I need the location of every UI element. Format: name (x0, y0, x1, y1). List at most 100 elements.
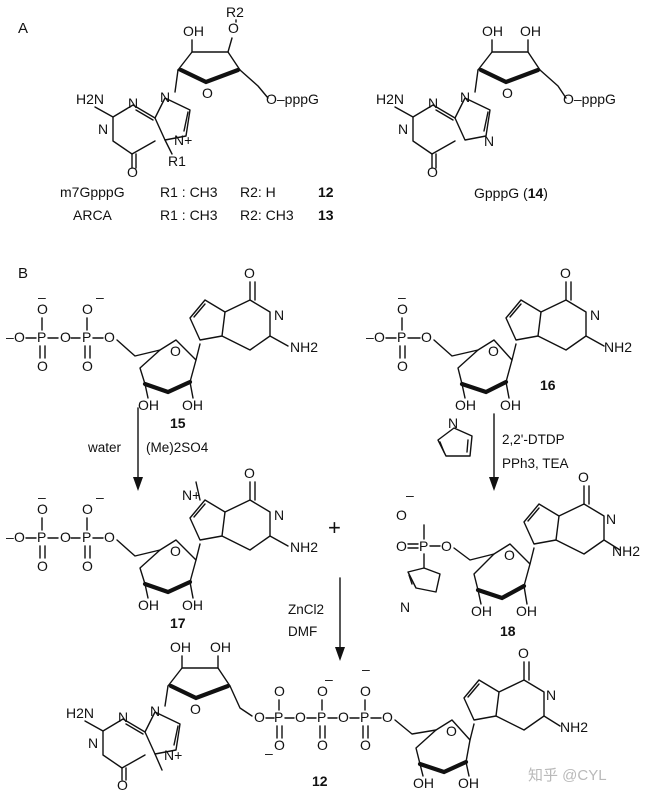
compound-table: m7GpppG R1 : CH3 R2: H 12 ARCA R1 : CH3 … (60, 184, 334, 223)
atom-label: – (406, 487, 414, 503)
atom-label: – (38, 289, 46, 305)
label-16: 16 (540, 377, 556, 393)
atom-label: NH2 (290, 539, 318, 555)
atom-label: P (274, 709, 283, 725)
n9-label: N (460, 89, 470, 105)
atom-label: O (317, 737, 328, 753)
atom-label: O (382, 709, 393, 725)
atom-label: O (360, 737, 371, 753)
cond-zncl2: ZnCl2 (288, 602, 324, 617)
gpppg-num: 14 (528, 185, 544, 201)
atom-label: OH (210, 639, 231, 655)
row1-name: m7GpppG (60, 184, 125, 200)
panel-a-label: A (18, 20, 28, 37)
atom-label: – (265, 745, 273, 761)
atom-label: O (37, 501, 48, 517)
atom-label: O (295, 709, 306, 725)
atom-label: O (397, 358, 408, 374)
structure-15: – O P O – O O P O – O O O OH OH 15 (6, 265, 318, 431)
atom-label: O (397, 301, 408, 317)
atom-label: O (37, 358, 48, 374)
atom-label: GpppG (14) (474, 185, 548, 201)
atom-label: OH (138, 397, 159, 413)
label-18: 18 (500, 623, 516, 639)
r2-label: R2 (226, 4, 244, 20)
row1-num: 12 (318, 184, 334, 200)
atom-label: N (400, 599, 410, 615)
atom-label: OH (458, 775, 479, 791)
atom-label: N (546, 687, 556, 703)
atom-label: O (560, 265, 571, 281)
gpppg-close: ) (543, 185, 548, 201)
atom-label: P (419, 538, 428, 554)
atom-label: NH2 (612, 543, 640, 559)
arrow-coupling: ZnCl2 DMF (288, 577, 345, 661)
o-pppg-label: O–pppG (266, 91, 319, 107)
atom-label: O (360, 683, 371, 699)
atom-label: O (504, 547, 515, 563)
atom-label: N (606, 511, 616, 527)
atom-label: O (244, 265, 255, 281)
arrow-methylation: water (Me)2SO4 (87, 407, 209, 491)
atom-label: O (104, 329, 115, 345)
atom-label: P (317, 709, 326, 725)
atom-label: OH (516, 603, 537, 619)
r1-label: R1 (168, 153, 186, 169)
atom-label: N (150, 703, 160, 719)
structure-17: – O P O – O O P O – O O O OH OH 17 N+ (6, 465, 318, 631)
atom-label: O (338, 709, 349, 725)
atom-label: O (82, 558, 93, 574)
o-label: O (228, 20, 239, 36)
h2n-label: H2N (76, 91, 104, 107)
atom-label: NH2 (290, 339, 318, 355)
atom-label: H2N (66, 705, 94, 721)
atom-label: NH2 (604, 339, 632, 355)
row2-name: ARCA (73, 207, 113, 223)
atom-label: O (37, 301, 48, 317)
atom-label: O (170, 343, 181, 359)
ring-o-label: O (202, 85, 213, 101)
n3-label: N (128, 95, 138, 111)
atom-label: P (360, 709, 369, 725)
atom-label: – (38, 489, 46, 505)
atom-label: O (37, 558, 48, 574)
atom-label: OH (138, 597, 159, 613)
atom-label: OH (182, 397, 203, 413)
ring-o-label: O (502, 85, 513, 101)
atom-label: O (317, 683, 328, 699)
atom-label: N (590, 307, 600, 323)
atom-label: – (325, 671, 333, 687)
atom-label: – (96, 289, 104, 305)
atom-label: P (82, 329, 91, 345)
atom-label: O (170, 543, 181, 559)
atom-label: OH (471, 603, 492, 619)
atom-label: – (366, 329, 374, 345)
carbonyl-o-label: O (127, 164, 138, 180)
atom-label: O (190, 701, 201, 717)
atom-label: O (104, 529, 115, 545)
atom-label: P (37, 529, 46, 545)
cond-dtdp: 2,2'-DTDP (502, 432, 565, 447)
arrow-imidazolide: 2,2'-DTDP PPh3, TEA NH2 N (437, 413, 569, 491)
atom-label: O (446, 723, 457, 739)
atom-label: O (396, 507, 407, 523)
atom-label: N (118, 709, 128, 725)
structure-16: – O P O – O O O OH OH 16 O N NH2 (366, 265, 632, 413)
h2n-label: H2N (376, 91, 404, 107)
oh-label: OH (183, 23, 204, 39)
n9-label: N (160, 89, 170, 105)
watermark: 知乎 @CYL (528, 767, 607, 784)
oh-label: OH (520, 23, 541, 39)
atom-label: – (362, 661, 370, 677)
atom-label: N (274, 507, 284, 523)
gpppg-name: GpppG ( (474, 185, 528, 201)
row1-r2: R2: H (240, 184, 276, 200)
atom-label: O (82, 301, 93, 317)
atom-label: NH2 (560, 719, 588, 735)
nh-label: N (98, 121, 108, 137)
atom-label: O (518, 645, 529, 661)
atom-label: OH (500, 397, 521, 413)
atom-label: O (82, 501, 93, 517)
structure-gpppg: OH OH O O–pppG H2N N N O N N GpppG (14) (376, 23, 616, 201)
